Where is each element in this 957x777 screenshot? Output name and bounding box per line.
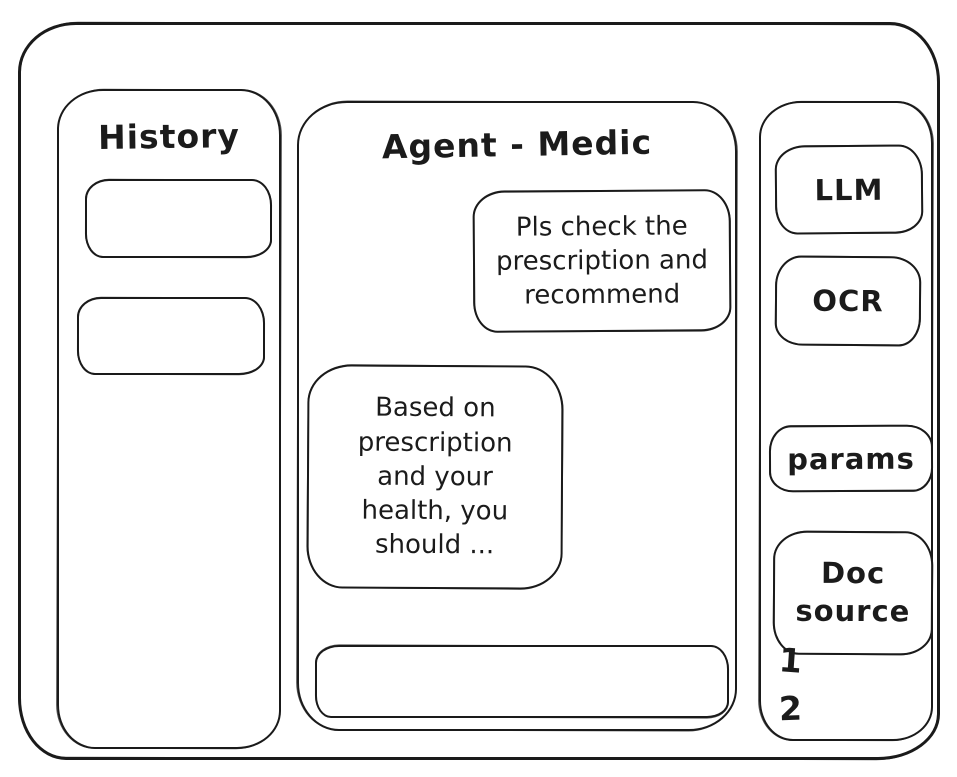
chat-panel: Agent - Medic Pls check the prescription… — [297, 101, 737, 731]
assistant-message-bubble: Based on prescription and your health, y… — [306, 364, 564, 590]
doc-source-number-1: 1 — [777, 640, 804, 681]
app-window-frame: History Agent - Medic Pls check the pres… — [18, 22, 940, 760]
history-panel-title: History — [97, 116, 241, 157]
tool-ocr[interactable]: OCR — [774, 255, 922, 347]
tool-doc-source-label: Doc source — [795, 556, 911, 629]
history-panel: History — [57, 89, 281, 749]
user-message-bubble: Pls check the prescription and recommend — [472, 189, 732, 333]
tool-llm[interactable]: LLM — [774, 144, 924, 235]
history-item[interactable] — [85, 179, 272, 258]
message-input[interactable] — [315, 645, 729, 718]
chat-title: Agent - Medic — [381, 122, 653, 167]
tool-ocr-label: OCR — [812, 283, 884, 319]
tool-params[interactable]: params — [768, 424, 934, 493]
assistant-message-text: Based on prescription and your health, y… — [357, 392, 513, 561]
tools-panel: LLM OCR params Doc source 1 2 — [759, 101, 934, 741]
doc-source-number-2: 2 — [778, 688, 803, 729]
user-message-text: Pls check the prescription and recommend — [495, 210, 709, 311]
tool-llm-label: LLM — [814, 172, 884, 207]
history-item[interactable] — [77, 297, 265, 375]
tool-doc-source[interactable]: Doc source — [772, 530, 934, 656]
tool-params-label: params — [787, 441, 915, 476]
